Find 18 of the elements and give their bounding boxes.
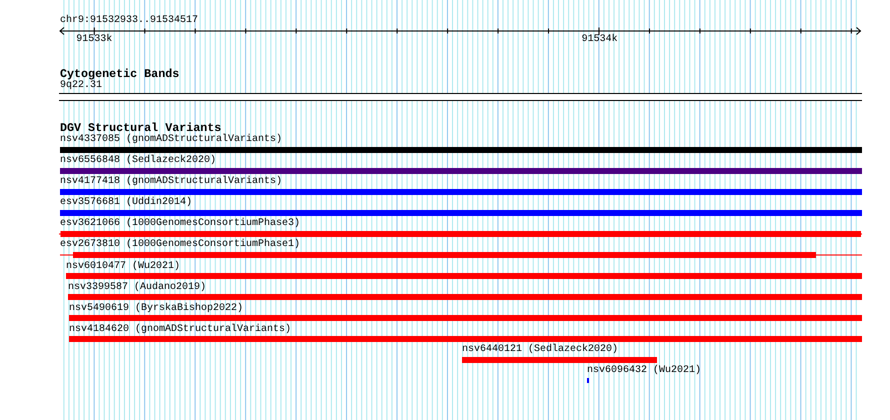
variant-label: nsv6096432 (Wu2021) [587,364,702,376]
variant-label: esv3576681 (Uddin2014) [60,197,192,209]
variant-label: nsv3399587 (Audano2019) [68,282,206,294]
variant-label: nsv4177418 (gnomADStructuralVariants) [60,176,282,188]
variant-label: nsv6440121 (Sedlazeck2020) [462,344,618,356]
track-title: DGV Structural Variants [60,122,222,134]
variant-label: esv2673810 (1000GenomesConsortiumPhase1) [60,239,300,251]
variant-label: nsv6556848 (Sedlazeck2020) [60,155,216,167]
track-title: Cytogenetic Bands [60,68,180,80]
variant-label: nsv4337085 (gnomADStructuralVariants) [60,134,282,146]
variant-label: nsv5490619 (ByrskaBishop2022) [69,302,244,314]
variant-label: nsv4184620 (gnomADStructuralVariants) [69,324,292,336]
variant-label: nsv6010477 (Wu2021) [66,260,180,272]
tick-label: 91534k [582,34,618,46]
tick-label: 91533k [76,34,112,46]
band-label: 9q22.31 [60,80,102,92]
coordinate-range: chr9:91532933..91534517 [60,15,198,27]
variant-label: esv3621066 (1000GenomesConsortiumPhase3) [60,218,300,230]
